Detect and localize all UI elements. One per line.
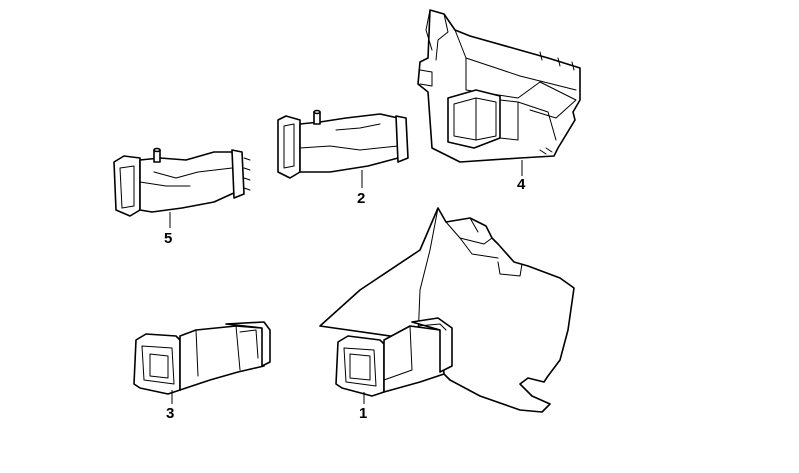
callout-1: 1 — [359, 392, 367, 422]
callout-label-2: 2 — [357, 190, 365, 207]
callout-5: 5 — [164, 212, 172, 247]
callout-label-4: 4 — [517, 176, 526, 193]
part-4-air-duct-panel[interactable] — [417, 9, 581, 163]
part-3-air-duct[interactable] — [133, 321, 271, 395]
callout-label-5: 5 — [164, 230, 172, 247]
callout-label-3: 3 — [166, 405, 174, 422]
part-1-air-duct-shroud[interactable] — [319, 207, 575, 413]
callout-3: 3 — [166, 390, 174, 422]
callout-label-1: 1 — [359, 405, 367, 422]
callout-4: 4 — [517, 160, 526, 193]
part-2-air-duct[interactable] — [277, 109, 409, 179]
callout-2: 2 — [357, 170, 365, 207]
part-5-air-duct[interactable] — [113, 147, 251, 217]
